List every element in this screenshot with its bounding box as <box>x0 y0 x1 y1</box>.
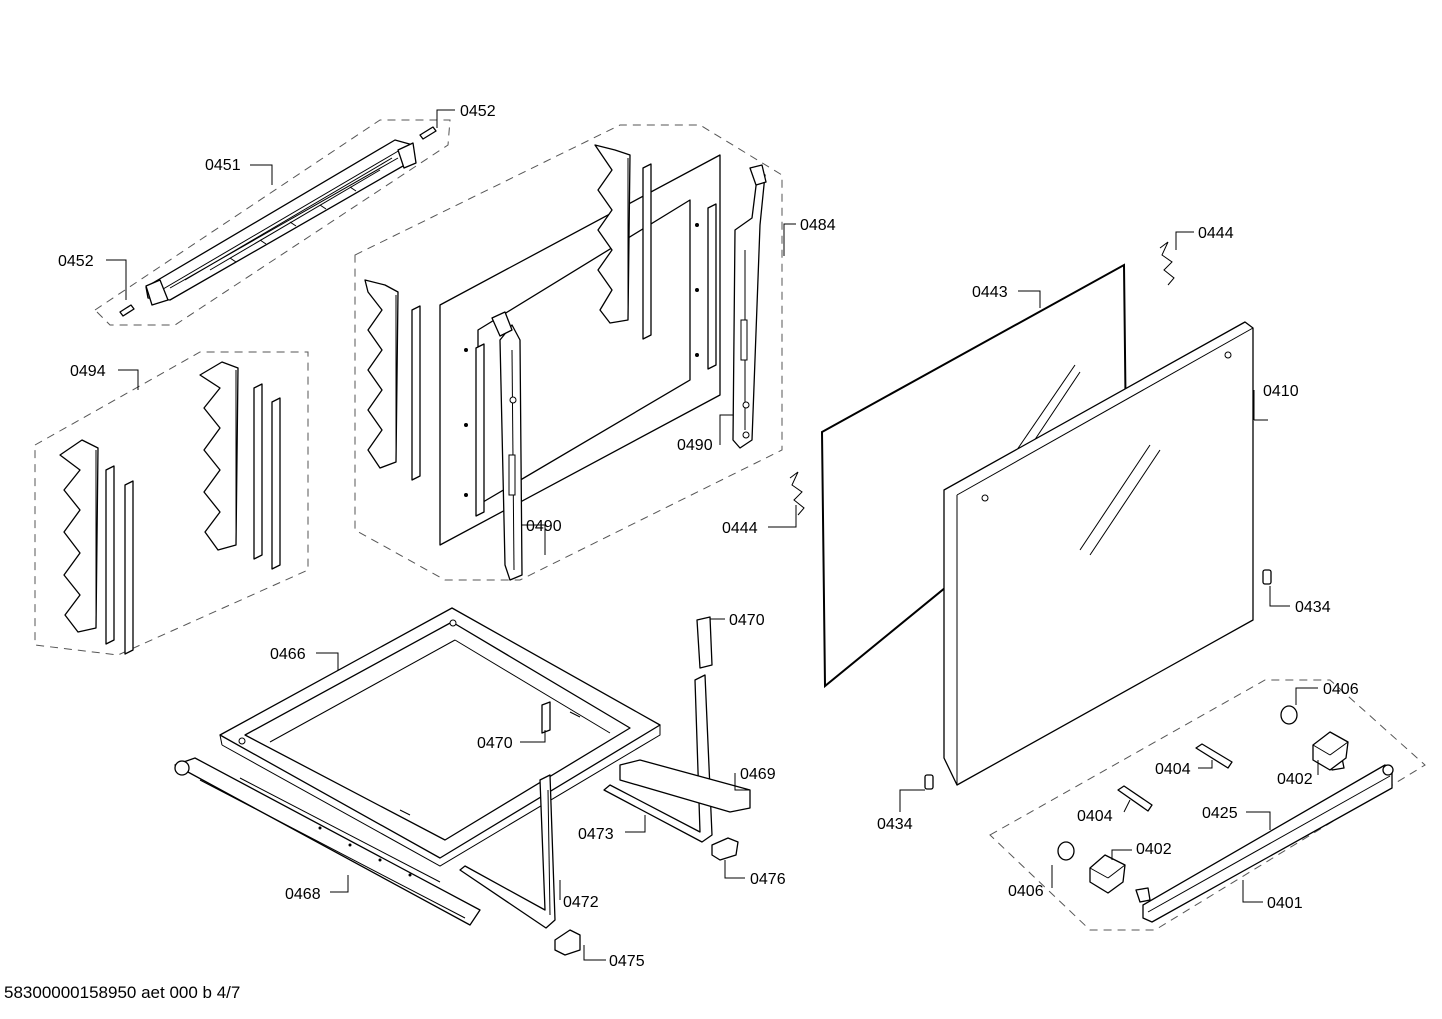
block-left <box>1089 854 1126 894</box>
label-0444-mid: 0444 <box>722 520 758 537</box>
group-outline-top-rail <box>94 119 451 326</box>
label-0404-left: 0404 <box>1077 808 1113 825</box>
screw-top <box>419 126 437 140</box>
document-reference-footer: 58300000158950 aet 000 b 4/7 <box>4 983 240 1002</box>
hinge-strip-parts <box>491 164 767 581</box>
label-0444-top: 0444 <box>1198 225 1234 242</box>
label-0468: 0468 <box>285 886 321 903</box>
outer-glass-panel <box>943 321 1254 786</box>
inner-door-frame-part <box>439 144 721 546</box>
pin-left <box>1117 785 1153 812</box>
label-0410: 0410 <box>1263 383 1299 400</box>
label-0470-top: 0470 <box>729 612 765 629</box>
glass-panel-parts <box>820 263 1272 790</box>
side-rack-parts <box>59 361 281 655</box>
top-rail-part <box>119 126 437 317</box>
label-0434-right: 0434 <box>1295 599 1331 616</box>
pin-right <box>1195 743 1233 769</box>
label-0452-top: 0452 <box>460 103 496 120</box>
spring-clip-parts <box>789 241 1175 516</box>
label-0402-right: 0402 <box>1277 771 1313 788</box>
label-0484: 0484 <box>800 217 836 234</box>
small-clip-parts <box>554 837 739 956</box>
label-0406-left: 0406 <box>1008 883 1044 900</box>
leader-lines <box>106 109 1319 961</box>
label-0443: 0443 <box>972 284 1008 301</box>
end-cap-right <box>1280 705 1298 725</box>
label-0452-left: 0452 <box>58 253 94 270</box>
label-0475: 0475 <box>609 953 645 970</box>
label-0466: 0466 <box>270 646 306 663</box>
group-outlines <box>34 119 1426 931</box>
block-right <box>1312 731 1349 771</box>
tray-bracket <box>541 701 551 734</box>
label-0494: 0494 <box>70 363 106 380</box>
door-side-rack-parts <box>364 279 421 481</box>
screw-left <box>119 304 135 317</box>
label-0425: 0425 <box>1202 805 1238 822</box>
side-rail-part <box>174 757 481 926</box>
end-cap-left <box>1057 841 1075 861</box>
label-0434-bottom: 0434 <box>877 816 913 833</box>
label-0401: 0401 <box>1267 895 1303 912</box>
group-outline-inner-door <box>354 124 783 581</box>
part-labels: 0452 0451 0452 0484 0444 0443 0494 0410 … <box>58 103 1359 970</box>
group-outline-side-racks <box>34 351 309 656</box>
group-outline-handle <box>989 679 1426 931</box>
label-0472: 0472 <box>563 894 599 911</box>
label-0473: 0473 <box>578 826 614 843</box>
label-0490-left: 0490 <box>526 518 562 535</box>
handle-bar <box>1142 764 1393 923</box>
handle-assembly-parts <box>1057 705 1394 923</box>
label-0451: 0451 <box>205 157 241 174</box>
label-0406-right: 0406 <box>1323 681 1359 698</box>
label-0404-right: 0404 <box>1155 761 1191 778</box>
bottom-tray-part <box>219 607 661 867</box>
label-0469: 0469 <box>740 766 776 783</box>
label-0476: 0476 <box>750 871 786 888</box>
label-0490-right: 0490 <box>677 437 713 454</box>
label-0402-left: 0402 <box>1136 841 1172 858</box>
bracket-parts <box>459 616 751 929</box>
label-0470-mid: 0470 <box>477 735 513 752</box>
